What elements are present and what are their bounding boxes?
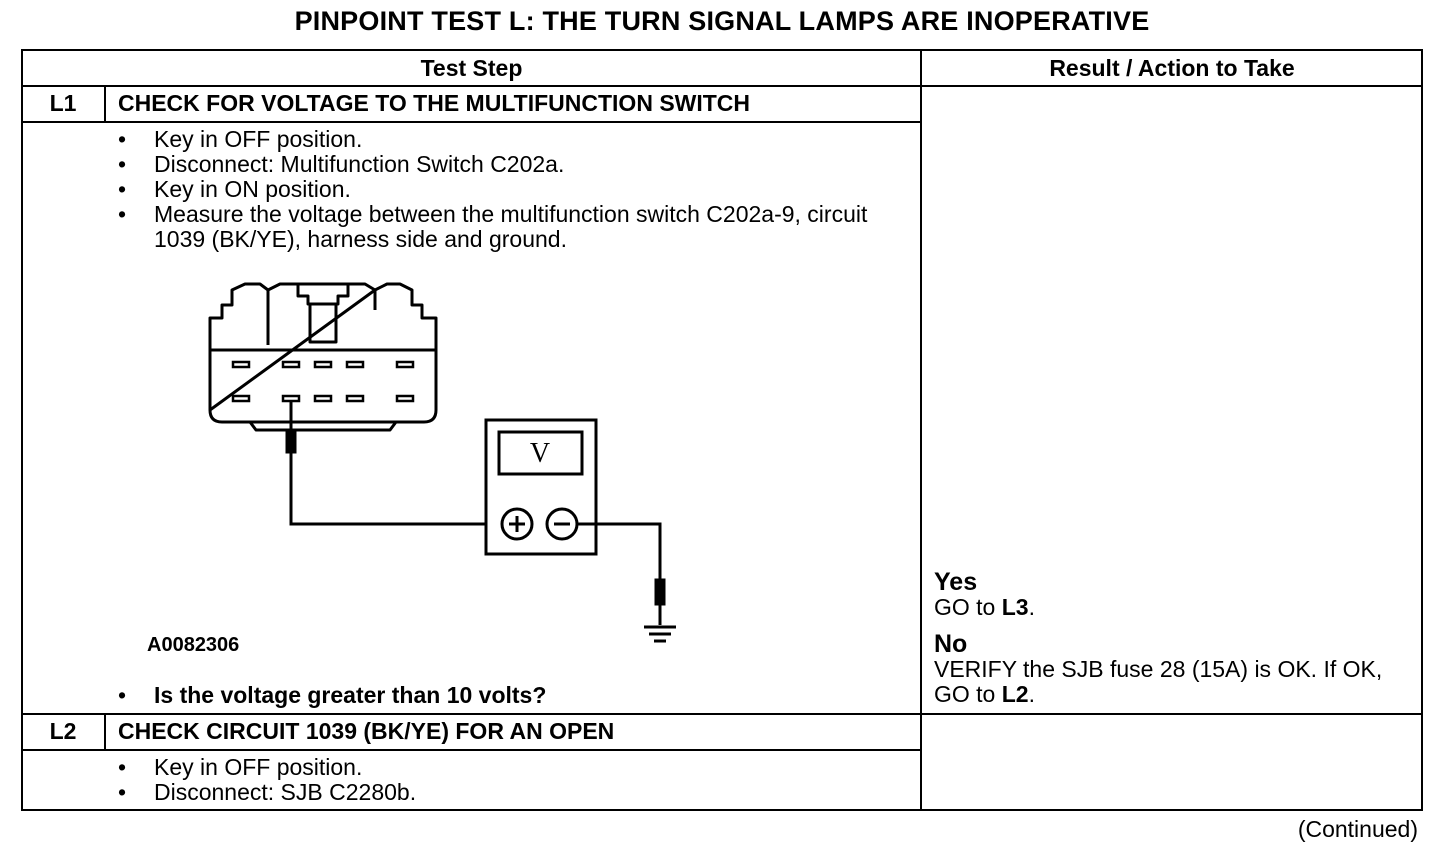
yes-action-end: . <box>1028 594 1035 620</box>
positive-probe <box>285 428 297 454</box>
column-divider <box>920 49 922 811</box>
header-test-step: Test Step <box>420 55 523 81</box>
step-l1-id: L1 <box>49 90 77 116</box>
voltmeter <box>484 418 598 556</box>
ground-symbol <box>644 625 676 643</box>
step-l1-bullet: Key in ON position. <box>118 177 898 203</box>
no-action-end: . <box>1028 681 1035 707</box>
step-l2-title: CHECK CIRCUIT 1039 (BK/YE) FOR AN OPEN <box>118 718 615 744</box>
step-l1-question: Is the voltage greater than 10 volts? <box>118 682 546 709</box>
step-l1-bullet: Key in OFF position. <box>118 127 898 153</box>
negative-probe <box>654 578 666 606</box>
yes-label: Yes <box>934 568 978 596</box>
voltmeter-unit-label: V <box>530 438 550 469</box>
step-l2-bullet: Disconnect: SJB C2280b. <box>118 780 898 806</box>
l2-id-divider <box>104 713 106 751</box>
table-border-left <box>21 49 23 811</box>
positive-terminal <box>500 507 534 541</box>
header-divider <box>22 85 1422 87</box>
step-l1-title: CHECK FOR VOLTAGE TO THE MULTIFUNCTION S… <box>118 90 751 116</box>
table-border-top <box>22 49 1422 51</box>
page-title: PINPOINT TEST L: THE TURN SIGNAL LAMPS A… <box>294 6 1150 36</box>
no-step-ref: L2 <box>1001 681 1029 707</box>
step-l1-bullet: Measure the voltage between the multifun… <box>118 202 898 252</box>
voltmeter-display <box>497 430 584 476</box>
l1-l2-divider <box>22 713 1422 715</box>
step-l1-bullet: Disconnect: Multifunction Switch C202a. <box>118 152 898 178</box>
no-label: No <box>934 630 968 658</box>
connector-latch-inner <box>308 304 338 344</box>
step-l1-bullets: Key in OFF position. Disconnect: Multifu… <box>118 127 898 252</box>
no-action-text: VERIFY the SJB fuse 28 (15A) is OK. If O… <box>934 656 1383 707</box>
step-l2-bullets: Key in OFF position. Disconnect: SJB C22… <box>118 755 898 806</box>
l1-title-divider <box>22 121 921 123</box>
no-action: VERIFY the SJB fuse 28 (15A) is OK. If O… <box>934 656 1382 707</box>
l1-id-divider <box>104 85 106 123</box>
step-l1-result-yes: Yes GO to L3. <box>934 570 1035 620</box>
step-l1-result-no: No VERIFY the SJB fuse 28 (15A) is OK. I… <box>934 632 1404 707</box>
step-l2-bullet: Key in OFF position. <box>118 755 898 781</box>
header-result: Result / Action to Take <box>1049 55 1295 81</box>
table-border-right <box>1421 49 1423 811</box>
continued-note: (Continued) <box>1297 816 1418 842</box>
l2-title-divider <box>22 749 921 751</box>
voltage-measurement-diagram: V <box>208 282 676 643</box>
figure-id: A0082306 <box>147 634 240 656</box>
connector-housing <box>208 282 438 424</box>
step-l2-id: L2 <box>49 718 77 744</box>
yes-action: GO to L3. <box>934 594 1035 620</box>
connector-latch <box>296 284 350 306</box>
yes-action-text: GO to <box>934 594 1002 620</box>
yes-step-ref: L3 <box>1001 594 1029 620</box>
table-border-bottom <box>22 809 1422 811</box>
